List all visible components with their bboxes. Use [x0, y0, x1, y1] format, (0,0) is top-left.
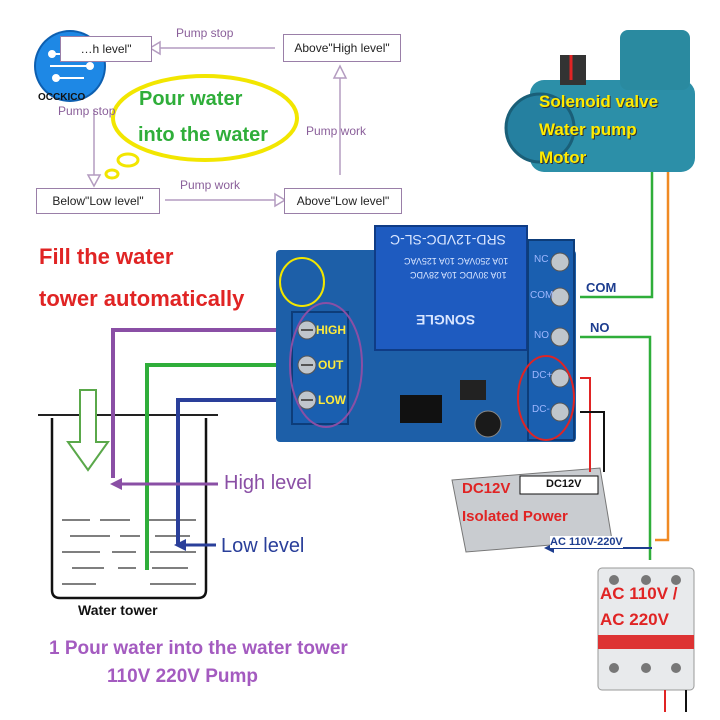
flow-box-top-right: Above"High level"	[283, 34, 401, 62]
pump-line3: Motor	[539, 148, 587, 167]
low-level-label: Low level	[221, 535, 305, 557]
flow-label-right: Pump work	[306, 124, 367, 138]
psu-red-line2: Isolated Power	[462, 508, 568, 525]
wire-pump-com	[580, 172, 654, 299]
flow-box-top-left: …h level"	[60, 36, 152, 62]
relay-dc-plus: DC+	[532, 370, 553, 381]
wire-label-no: NO	[590, 320, 610, 335]
flow-arrows	[86, 40, 348, 208]
caption-line1: 1 Pour water into the water tower	[49, 638, 348, 659]
terminal-out: OUT	[318, 358, 344, 372]
flow-label-top: Pump stop	[176, 26, 234, 40]
relay-rating2: 10A 30VDC 10A 28VDC	[410, 270, 507, 280]
relay-board	[276, 225, 576, 442]
water-tower	[38, 389, 218, 600]
relay-model: SRD-12VDC-SL-C	[390, 232, 506, 248]
cloud-line2: into the water	[138, 124, 269, 146]
thought-cloud	[104, 74, 299, 180]
flow-label-bottom: Pump work	[180, 178, 241, 192]
relay-no: NO	[534, 330, 549, 341]
power-supply	[451, 467, 613, 553]
wire-dc-minus	[580, 411, 605, 472]
breaker-line1: AC 110V /	[600, 584, 678, 603]
caption-line2: 110V 220V Pump	[107, 666, 259, 687]
wire-no	[580, 335, 652, 560]
psu-dc-label: DC12V	[546, 478, 582, 490]
terminal-low: LOW	[318, 393, 346, 407]
flow-box-bottom-left: Below"Low level"	[36, 188, 160, 214]
relay-nc: NC	[534, 254, 549, 265]
wire-high	[111, 328, 292, 478]
relay-com: COM	[530, 290, 554, 301]
relay-brand: SONGLE	[416, 312, 476, 328]
relay-rating1: 10A 250VAC 10A 125VAC	[404, 256, 509, 266]
water-tower-label: Water tower	[78, 602, 158, 618]
psu-ac-label: AC 110V-220V	[550, 536, 623, 548]
high-level-label: High level	[224, 472, 312, 494]
cloud-line1: Pour water	[139, 88, 243, 110]
relay-dc-minus: DC-	[532, 404, 550, 415]
flow-label-left: Pump stop	[58, 104, 116, 118]
pump-line1: Solenoid valve	[539, 92, 659, 111]
circuit-breaker	[597, 567, 695, 712]
psu-red-line1: DC12V	[462, 480, 511, 497]
breaker-line2: AC 220V	[600, 610, 669, 629]
brand-name: OCCKICO	[38, 92, 86, 103]
wire-out	[145, 363, 292, 570]
wire-pump-orange	[655, 172, 670, 542]
wire-low	[176, 398, 292, 545]
pump-motor	[504, 30, 695, 172]
title-line2: tower automatically	[39, 286, 245, 311]
pump-line2: Water pump	[539, 120, 637, 139]
terminal-high: HIGH	[316, 323, 346, 337]
flow-box-bottom-right: Above"Low level"	[284, 188, 402, 214]
wire-label-com: COM	[586, 280, 617, 295]
wire-dc-plus	[580, 377, 591, 472]
title-line1: Fill the water	[39, 244, 174, 269]
